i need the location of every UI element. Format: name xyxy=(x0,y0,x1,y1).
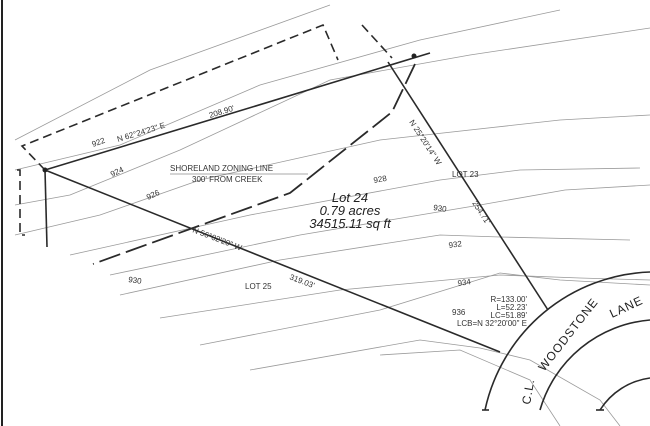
contour-label: 922 xyxy=(91,136,107,149)
east-bearing: N 25°20'14" W xyxy=(407,118,443,167)
lot-sqft: 34515.11 sq ft xyxy=(309,216,392,231)
dashed-parcel-line xyxy=(20,23,339,171)
curve-chord: LC=51.89' xyxy=(491,311,528,320)
east-boundary-extension xyxy=(361,24,393,59)
east-boundary-line xyxy=(387,61,549,311)
west-line xyxy=(44,169,48,248)
dashed-west-line xyxy=(17,169,25,236)
corner-pin xyxy=(411,53,417,59)
road-centerline-arc xyxy=(539,319,650,411)
shoreland-label-1: SHORELAND ZONING LINE xyxy=(170,164,273,173)
road-name-2: LANE xyxy=(607,293,645,321)
contour-label: 932 xyxy=(448,239,463,250)
contour-label: 928 xyxy=(373,174,388,185)
corner-pin xyxy=(42,167,48,173)
contour-label: 926 xyxy=(145,188,161,202)
north-distance: 208.90' xyxy=(208,104,236,120)
curve-length: L=52.23' xyxy=(496,303,527,312)
south-bearing: N 56°02'20" W xyxy=(191,225,243,252)
south-boundary-line xyxy=(44,169,501,353)
road-cl-label: C.L. xyxy=(519,377,537,405)
lot-25-label: LOT 25 xyxy=(245,282,272,291)
contour-label: 930 xyxy=(128,275,143,286)
contour-label: 924 xyxy=(109,165,125,179)
shoreland-label-2: 300' FROM CREEK xyxy=(192,175,263,184)
shoreland-zoning-line xyxy=(92,63,416,265)
road-outer-arc xyxy=(484,271,650,411)
lot-acres: 0.79 acres xyxy=(320,203,381,218)
curve-radius: R=133.00' xyxy=(491,295,528,304)
contour-label: 934 xyxy=(457,277,472,288)
north-boundary-line xyxy=(44,52,431,171)
curve-chord-bearing: LCB=N 32°20'00" E xyxy=(457,319,527,328)
contour-label: 930 xyxy=(433,203,448,214)
south-distance: 319.03' xyxy=(288,272,316,290)
road-inner-arc xyxy=(599,377,650,411)
contour-label: 936 xyxy=(452,308,466,317)
lot-23-label: LOT 23 xyxy=(452,170,479,179)
lot-name: Lot 24 xyxy=(332,190,368,205)
left-border xyxy=(1,0,3,426)
